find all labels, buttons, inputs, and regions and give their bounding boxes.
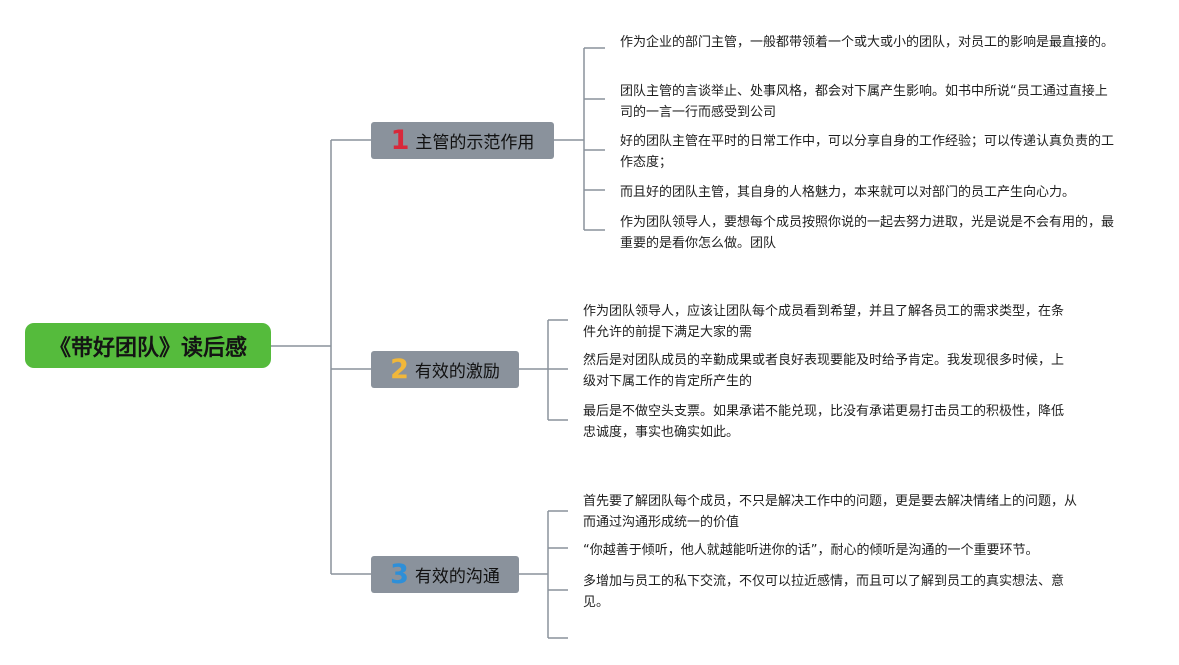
leaf-1-3[interactable]: 好的团队主管在平时的日常工作中，可以分享自身的工作经验；可以传递认真负责的工作态… <box>620 134 1115 170</box>
leaf-3-3[interactable]: 多增加与员工的私下交流，不仅可以拉近感情，而且可以了解到员工的真实想法、意见。 <box>583 574 1065 610</box>
leaf-3-2[interactable]: “你越善于倾听，他人就越能听进你的话”，耐心的倾听是沟通的一个重要环节。 <box>583 543 1039 558</box>
branch-label-3: 有效的沟通 <box>414 567 500 587</box>
leaf-1-2[interactable]: 团队主管的言谈举止、处事风格，都会对下属产生影响。如书中所说“员工通过直接上司的… <box>620 84 1108 120</box>
leaf-1-5[interactable]: 作为团队领导人，要想每个成员按照你说的一起去努力进取，光是说是不会有用的，最重要… <box>620 215 1115 251</box>
leaf-2-2[interactable]: 然后是对团队成员的辛勤成果或者良好表现要能及时给予肯定。我发现很多时候，上级对下… <box>583 353 1065 389</box>
leaf-3-1[interactable]: 首先要了解团队每个成员，不只是解决工作中的问题，更是要去解决情绪上的问题，从而通… <box>583 494 1078 530</box>
leaf-2-3[interactable]: 最后是不做空头支票。如果承诺不能兑现，比没有承诺更易打击员工的积极性，降低忠诚度… <box>583 404 1065 440</box>
leaf-1-1[interactable]: 作为企业的部门主管，一般都带领着一个或大或小的团队，对员工的影响是最直接的。 <box>620 35 1115 50</box>
branch-number-3: 3 <box>390 559 409 590</box>
branch-number-1: 1 <box>390 125 410 156</box>
root-title: 《带好团队》读后感 <box>48 335 247 361</box>
branch-label-2: 有效的激励 <box>414 362 500 382</box>
leaf-2-1[interactable]: 作为团队领导人，应该让团队每个成员看到希望，并且了解各员工的需求类型，在条件允许… <box>583 304 1065 340</box>
branch-1[interactable]: 1 主管的示范作用 <box>371 122 554 159</box>
branch-number-2: 2 <box>390 354 409 385</box>
branch-2[interactable]: 2 有效的激励 <box>371 351 519 388</box>
branch-label-1: 主管的示范作用 <box>415 133 535 153</box>
leaf-1-4[interactable]: 而且好的团队主管，其自身的人格魅力，本来就可以对部门的员工产生向心力。 <box>620 185 1076 200</box>
root-topic[interactable]: 《带好团队》读后感 <box>25 323 271 368</box>
branch-3[interactable]: 3 有效的沟通 <box>371 556 519 593</box>
